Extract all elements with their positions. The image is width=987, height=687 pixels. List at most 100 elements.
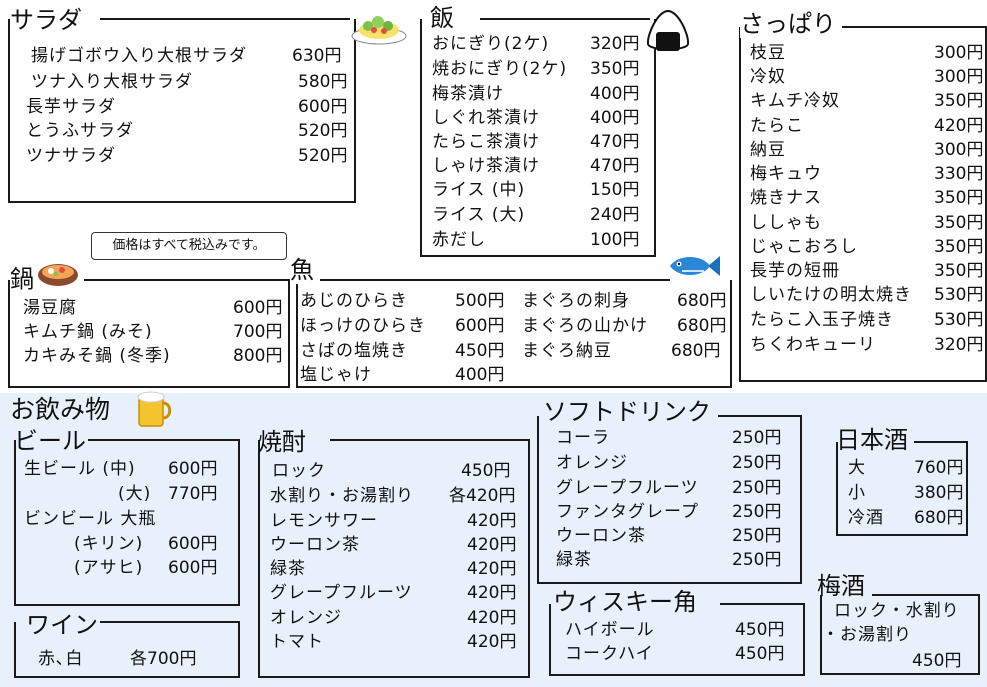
- list-item: オレンジ: [270, 608, 342, 628]
- item-price: 600円: [298, 97, 348, 117]
- item-price: 250円: [732, 550, 782, 570]
- soft-topline: [718, 415, 802, 417]
- item-price: 680円: [671, 341, 721, 361]
- list-item: 小: [848, 483, 866, 503]
- item-price: 630円: [292, 46, 342, 66]
- list-item: ツナサラダ: [26, 146, 116, 166]
- umeshu-topline: [872, 594, 980, 596]
- item-price: 320円: [934, 335, 984, 355]
- sake-title: 日本酒: [836, 426, 908, 454]
- list-item: しゃけ茶漬け: [432, 156, 540, 176]
- list-item: ウーロン茶: [270, 535, 360, 555]
- onigiri-icon: [645, 8, 691, 54]
- nabe-topline: [84, 279, 290, 281]
- item-price: 330円: [934, 164, 984, 184]
- meshi-section: [420, 19, 656, 257]
- sakana-section: [296, 280, 732, 388]
- item-price: 760円: [914, 458, 964, 478]
- sake-section: [836, 442, 968, 536]
- item-price: 450円: [735, 620, 785, 640]
- salad-icon: [350, 10, 408, 46]
- list-item: 水割り・お湯割り: [270, 486, 414, 506]
- list-item: 緑茶: [556, 550, 592, 570]
- sakana-title: 魚: [290, 256, 314, 284]
- list-item: ロック: [272, 461, 326, 481]
- shochu-section: [258, 440, 530, 678]
- list-item: (アサヒ): [74, 558, 144, 578]
- item-price: 450円: [461, 461, 511, 481]
- salad-section: [8, 19, 356, 203]
- list-item: たらこ: [750, 116, 804, 136]
- list-item: ちくわキューリ: [750, 335, 876, 355]
- item-price: 600円: [168, 534, 218, 554]
- item-price: 680円: [914, 508, 964, 528]
- list-item: じゃこおろし: [750, 237, 858, 257]
- item-price: 420円: [934, 116, 984, 136]
- beer-title: ビール: [14, 427, 86, 455]
- list-item: しぐれ茶漬け: [432, 108, 540, 128]
- beer-section: [14, 440, 240, 606]
- list-item: ビンビール 大瓶: [24, 509, 157, 529]
- item-price: 530円: [934, 285, 984, 305]
- sakana-topline: [320, 279, 670, 281]
- umeshu-title: 梅酒: [817, 572, 865, 600]
- soft-section: [537, 416, 802, 584]
- beer-topline: [88, 439, 240, 441]
- sake-topline: [914, 441, 968, 443]
- sappari-title: さっぱり: [740, 10, 842, 38]
- list-item: 冷酒: [848, 508, 884, 528]
- wine-title: ワイン: [26, 611, 98, 639]
- drinks-title: お飲み物: [10, 395, 111, 424]
- item-price: 600円: [455, 316, 505, 336]
- list-item: しいたけの明太焼き: [750, 285, 912, 305]
- wine-section: [14, 622, 240, 678]
- item-price: 320円: [590, 34, 640, 54]
- whisky-title: ウィスキー角: [553, 588, 697, 616]
- item-price: 600円: [233, 298, 283, 318]
- beer-icon: [136, 388, 174, 428]
- list-item: (キリン): [74, 534, 144, 554]
- item-price: 250円: [732, 428, 782, 448]
- item-price: 300円: [934, 67, 984, 87]
- nabe-title: 鍋: [10, 265, 34, 293]
- list-item: 冷奴: [750, 67, 786, 87]
- list-item: ハイボール: [565, 620, 655, 640]
- item-price: 150円: [590, 180, 640, 200]
- item-price: 400円: [455, 365, 505, 385]
- list-item: 湯豆腐: [23, 298, 77, 318]
- list-item: ライス (中): [432, 180, 526, 200]
- item-price: 470円: [590, 156, 640, 176]
- list-item: カキみそ鍋 (冬季): [23, 346, 171, 366]
- item-price: 各700円: [130, 649, 197, 669]
- item-price: 600円: [168, 459, 218, 479]
- list-item: あじのひらき: [300, 291, 408, 311]
- whisky-topline: [720, 603, 805, 605]
- salad-title: サラダ: [10, 6, 88, 34]
- item-price: 300円: [934, 140, 984, 160]
- item-price: 300円: [934, 43, 984, 63]
- drinks-area: [0, 393, 987, 687]
- item-price: 680円: [677, 291, 727, 311]
- list-item: 梅キュウ: [750, 164, 822, 184]
- list-item: 納豆: [750, 140, 786, 160]
- list-item: 長芋の短冊: [750, 261, 840, 281]
- list-item: 焼きナス: [750, 188, 822, 208]
- item-price: 350円: [934, 188, 984, 208]
- list-item: 枝豆: [750, 43, 786, 63]
- list-item: さばの塩焼き: [300, 341, 408, 361]
- list-item: ツナ入り大根サラダ: [31, 72, 193, 92]
- item-price: 250円: [732, 478, 782, 498]
- list-item: ファンタグレープ: [556, 502, 699, 522]
- list-item: たらこ茶漬け: [432, 132, 540, 152]
- umeshu-section: [820, 595, 980, 675]
- list-item: 赤だし: [432, 230, 486, 250]
- item-price: 520円: [298, 121, 348, 141]
- nabe-section: [8, 280, 290, 388]
- item-price: 240円: [590, 205, 640, 225]
- item-price: 600円: [168, 558, 218, 578]
- shochu-title: 焼酎: [258, 428, 306, 456]
- item-price: 500円: [455, 291, 505, 311]
- item-price: 400円: [590, 84, 640, 104]
- list-item: 焼おにぎり(2ケ): [432, 59, 568, 79]
- item-price: 250円: [732, 526, 782, 546]
